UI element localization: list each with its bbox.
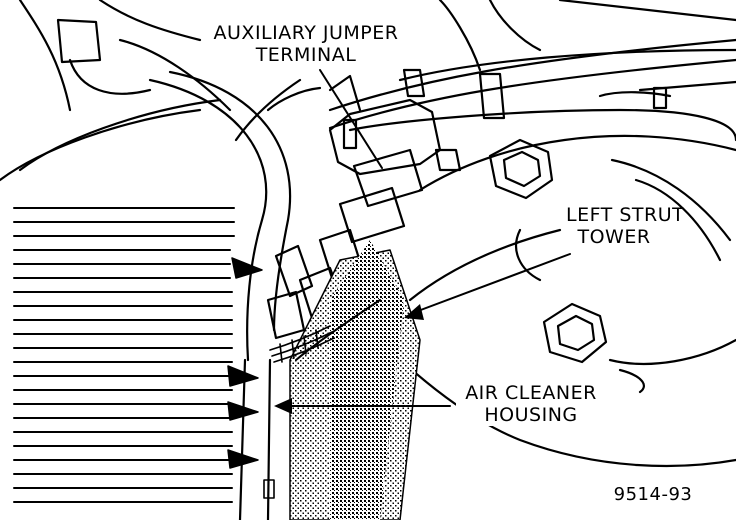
- label-auxiliary-jumper-terminal: AUXILIARY JUMPER TERMINAL: [208, 22, 404, 66]
- housing-bracket: [263, 479, 275, 499]
- leader-left-strut-tower: [409, 253, 571, 315]
- figure-number: 9514-93: [613, 484, 693, 505]
- housing-teeth: [227, 257, 263, 469]
- leader-arrowheads: [274, 304, 424, 414]
- label-auxiliary-jumper-terminal-line1: AUXILIARY JUMPER: [213, 22, 399, 44]
- label-air-cleaner-housing: AIR CLEANER HOUSING: [456, 382, 606, 426]
- radiator-fins: [13, 207, 235, 503]
- leader-auxiliary-jumper-terminal: [319, 69, 383, 169]
- label-air-cleaner-housing-line1: AIR CLEANER: [465, 382, 597, 404]
- label-left-strut-tower-line1: LEFT STRUT: [566, 204, 685, 226]
- arrowhead-strut: [404, 304, 424, 320]
- inner-fender: [148, 70, 322, 520]
- strut-tower-panel: [348, 108, 736, 468]
- hose-clamp: [269, 325, 335, 363]
- upper-brace: [328, 0, 736, 130]
- label-left-strut-tower: LEFT STRUT TOWER: [566, 204, 685, 248]
- label-auxiliary-jumper-terminal-line2: TERMINAL: [255, 44, 357, 66]
- strut-bolt-lower: [542, 302, 608, 364]
- label-air-cleaner-housing-line2: HOUSING: [484, 404, 578, 426]
- arrowhead-air-cleaner: [274, 398, 292, 414]
- air-cleaner-duct: [289, 240, 421, 520]
- strut-bolt-upper: [488, 138, 554, 200]
- label-left-strut-tower-line2: TOWER: [577, 226, 651, 248]
- leader-lines: [281, 69, 571, 407]
- hood-hinge-structure: [0, 0, 232, 182]
